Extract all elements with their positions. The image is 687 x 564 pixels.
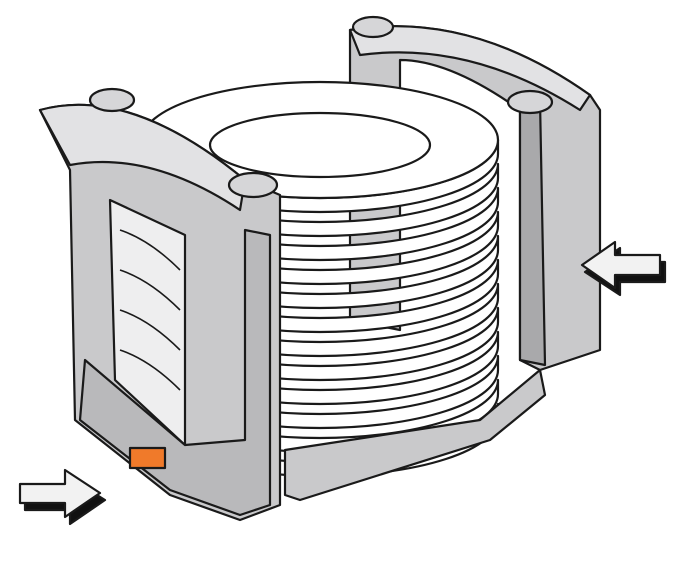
post-cap [351, 15, 395, 39]
back-frame [348, 15, 602, 372]
post-cap [506, 89, 554, 115]
arrow-right-icon [18, 468, 107, 526]
base [283, 368, 547, 502]
post-cap [88, 87, 136, 113]
plate-well [208, 111, 432, 179]
arrow-left-icon [580, 240, 667, 297]
release-tab[interactable] [128, 446, 167, 470]
post-cap [227, 171, 279, 199]
front-frame [38, 87, 282, 522]
